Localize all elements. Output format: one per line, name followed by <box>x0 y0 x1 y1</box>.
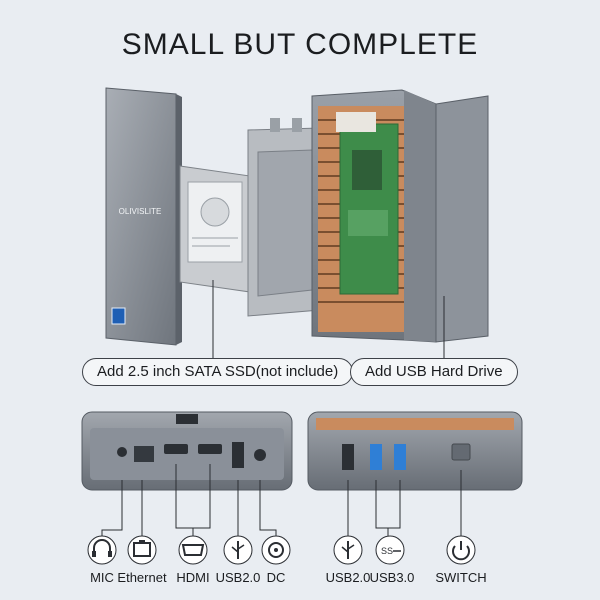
usb-ss-icon: SS <box>375 535 405 565</box>
open-chassis <box>311 89 489 343</box>
drive-bracket <box>247 118 321 317</box>
intel-badge <box>111 307 126 325</box>
power-icon <box>446 535 476 565</box>
port-label-usb3-side: USB3.0 <box>369 570 415 585</box>
headphones-icon <box>87 535 117 565</box>
ethernet-icon <box>127 535 157 565</box>
brand-logo: OLIVISLITE <box>119 207 162 216</box>
side-view-device <box>307 411 523 491</box>
hdmi-icon <box>178 535 208 565</box>
front-view-device <box>81 411 293 491</box>
svg-text:SS: SS <box>381 546 393 556</box>
usb-drive-callout: Add USB Hard Drive <box>350 358 518 386</box>
port-label-dc: DC <box>266 570 286 585</box>
page-title: SMALL BUT COMPLETE <box>121 28 479 61</box>
front-leader-lines <box>101 464 277 536</box>
motherboard <box>339 123 399 295</box>
ssd-callout: Add 2.5 inch SATA SSD(not include) <box>82 358 354 386</box>
port-label-hdmi: HDMI <box>176 570 210 585</box>
port-label-mic: MIC <box>90 570 114 585</box>
hard-drive <box>179 165 251 293</box>
port-label-usb2: USB2.0 <box>215 570 261 585</box>
usb-icon <box>223 535 253 565</box>
dc-power-icon <box>261 535 291 565</box>
port-label-usb2-side: USB2.0 <box>325 570 371 585</box>
usb-icon <box>333 535 363 565</box>
side-leader-lines <box>347 470 462 536</box>
port-label-switch: SWITCH <box>435 570 487 585</box>
port-label-ethernet: Ethernet <box>117 570 167 585</box>
top-cover-panel: OLIVISLITE <box>105 87 182 346</box>
